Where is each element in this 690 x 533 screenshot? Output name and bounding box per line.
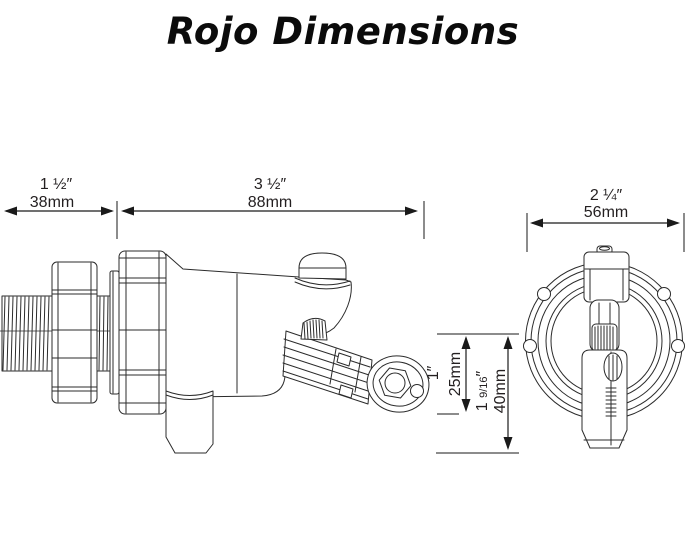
dim-inlet-thread-length: 1 ½″ 38mm xyxy=(4,176,118,239)
thumb-wheel xyxy=(591,323,618,352)
lever-ridge-lines xyxy=(282,338,371,400)
top-mount-block xyxy=(583,245,630,303)
hex-nut-inner xyxy=(51,261,98,404)
dim-handle-mark: ″ xyxy=(474,370,491,376)
dim-outlet-drop: 1″ 25mm xyxy=(425,333,519,415)
thread-crests xyxy=(96,295,111,372)
top-cap xyxy=(294,252,351,290)
nut-body xyxy=(51,261,98,404)
block-body xyxy=(583,251,630,303)
thumb-grip-teeth xyxy=(303,319,324,340)
ball-pin xyxy=(410,384,424,398)
cap-dome xyxy=(298,252,347,280)
hex-bolt-bore xyxy=(384,372,406,394)
lever-end-ball xyxy=(366,355,430,413)
arrowhead-up-icon xyxy=(503,336,513,349)
page-title: Rojo Dimensions xyxy=(167,10,519,53)
lug-right xyxy=(671,339,685,353)
dim-handle-inches-label: 1 9/16″ xyxy=(474,370,491,411)
dim-face-mm-label: 56mm xyxy=(584,204,628,221)
arrowhead-right-icon xyxy=(405,206,418,216)
grip-ratchet-teeth xyxy=(605,387,617,417)
lug-left xyxy=(523,339,537,353)
end-view xyxy=(523,245,685,449)
thread-outline xyxy=(1,295,53,372)
lever-handle xyxy=(282,317,430,413)
lug-upper-left xyxy=(537,287,551,301)
dim-outlet-inches-label: 1″ xyxy=(425,365,442,380)
inlet-thread xyxy=(1,295,53,372)
mid-thread xyxy=(96,295,111,372)
handle-grip xyxy=(581,349,628,449)
side-view xyxy=(0,250,430,454)
arrowhead-right-icon xyxy=(667,218,680,228)
dim-handle-mm-label: 40mm xyxy=(492,369,509,413)
dim-body-mm-label: 88mm xyxy=(248,194,292,211)
arrowhead-down-icon xyxy=(461,399,471,412)
cap-collar xyxy=(294,277,351,290)
arrowhead-up-icon xyxy=(461,336,471,349)
handle-shaft xyxy=(589,299,620,353)
lever-clamp-tabs xyxy=(336,352,354,399)
arrowhead-left-icon xyxy=(121,206,134,216)
arrowhead-left-icon xyxy=(530,218,543,228)
thread-crests xyxy=(2,296,50,371)
hex-nut-outer xyxy=(118,250,167,415)
lever-clamp-lines xyxy=(329,348,362,393)
arrowhead-right-icon xyxy=(101,206,114,216)
block-nub-top xyxy=(599,246,610,251)
outlet-spout xyxy=(165,390,214,454)
arrowhead-down-icon xyxy=(503,437,513,450)
hex-bolt xyxy=(378,367,412,399)
dim-body-length: 3 ½″ 88mm xyxy=(121,176,425,239)
nut-facet-lines xyxy=(51,289,98,392)
mounting-lugs xyxy=(523,287,685,353)
nut-facet-lines xyxy=(118,257,167,404)
dim-handle-frac: 9/16 xyxy=(478,376,490,397)
washer xyxy=(109,270,120,395)
valve-body xyxy=(165,252,352,454)
washer-body xyxy=(109,270,120,395)
lever-outline xyxy=(282,330,373,405)
thumb-grip-serrations xyxy=(300,317,328,341)
dim-inlet-mm-label: 38mm xyxy=(30,194,74,211)
dim-face-diameter: 2 ¼″ 56mm xyxy=(526,187,685,252)
block-detail-lines xyxy=(584,268,629,301)
thumb-wheel-knurl xyxy=(594,325,614,351)
spout-lip xyxy=(165,394,214,400)
spout-outline xyxy=(165,390,214,454)
dim-body-inches-label: 3 ½″ xyxy=(254,176,287,193)
dim-inlet-inches-label: 1 ½″ xyxy=(40,176,73,193)
dim-face-inches-label: 2 ¼″ xyxy=(590,187,623,204)
grip-wheel-knurl xyxy=(608,354,618,381)
arrowhead-left-icon xyxy=(4,206,17,216)
dim-handle-whole: 1 xyxy=(474,398,491,411)
dim-handle-drop: 1 9/16″ 40mm xyxy=(436,336,519,454)
nut-chamfer-lines xyxy=(57,262,92,403)
nut-chamfer-lines xyxy=(125,251,160,414)
lug-upper-right xyxy=(657,287,671,301)
dim-outlet-mm-label: 25mm xyxy=(447,352,464,396)
